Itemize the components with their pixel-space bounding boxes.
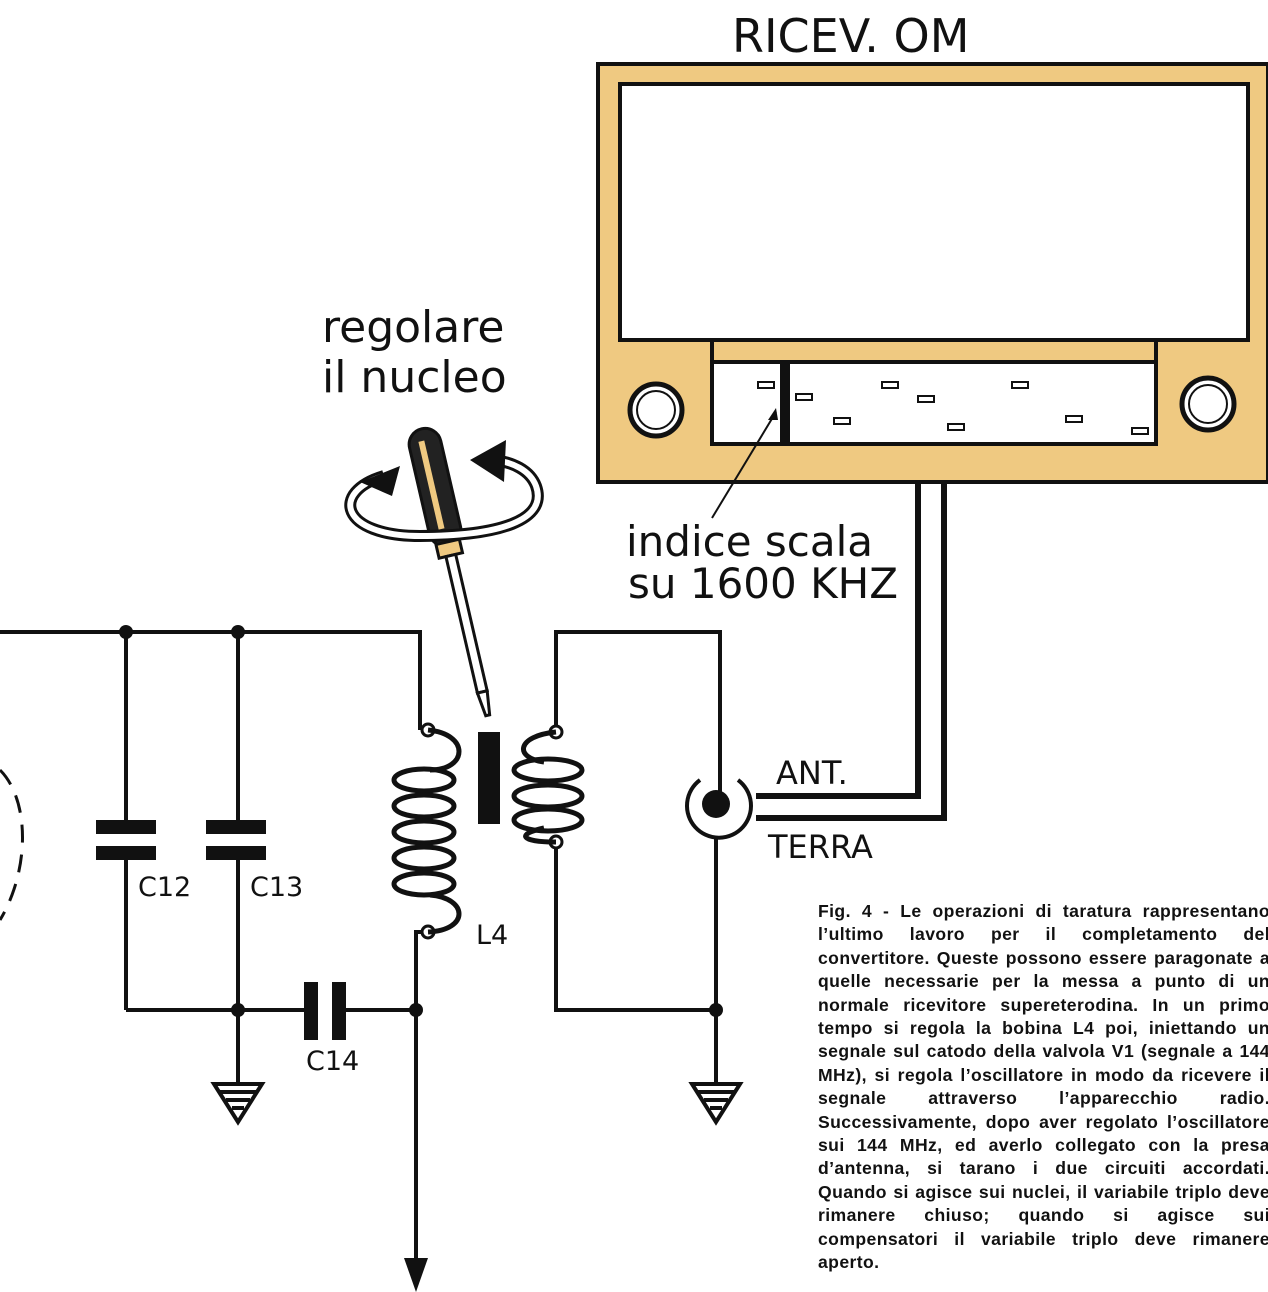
antenna-cable xyxy=(756,484,947,821)
dashed-arc xyxy=(0,768,24,921)
dial-pointer-label-line2: su 1600 KHZ xyxy=(628,559,898,608)
rotate-arrow-icon xyxy=(344,440,544,543)
dial-pointer-label-line1: indice scala xyxy=(626,517,873,566)
pointer-arrowhead xyxy=(768,408,778,420)
ant-label: ANT. xyxy=(776,754,848,792)
c14-label: C14 xyxy=(306,1046,359,1077)
adjust-core-label-line2: il nucleo xyxy=(322,352,507,403)
screwdriver-icon xyxy=(407,426,492,718)
antenna-socket xyxy=(685,778,753,840)
adjust-core-label-line1: regolare xyxy=(322,302,504,353)
coil-l4-primary xyxy=(391,727,462,935)
l4-label: L4 xyxy=(476,920,508,951)
receiver-screen xyxy=(618,82,1250,342)
dial-scale-marks xyxy=(757,381,1149,435)
circuit-wiring xyxy=(0,630,722,1280)
coil-core xyxy=(478,732,500,824)
capacitor-c12 xyxy=(96,820,156,860)
terra-label: TERRA xyxy=(767,828,873,866)
receiver-title: RICEV. OM xyxy=(732,9,969,63)
dial-pointer xyxy=(780,364,790,444)
tuning-knob-left xyxy=(627,381,685,439)
figure-caption: Fig. 4 - Le operazioni di taratura rappr… xyxy=(818,901,1268,1273)
c12-label: C12 xyxy=(138,872,191,903)
junction-dots xyxy=(119,625,723,1017)
ground-symbol-right xyxy=(688,1082,744,1126)
capacitor-c14 xyxy=(304,982,346,1040)
coil-l4-secondary xyxy=(511,729,585,845)
c13-label: C13 xyxy=(250,872,303,903)
tuning-knob-right xyxy=(1179,375,1237,433)
receiver-cabinet xyxy=(596,62,1268,484)
pointer-leader-line xyxy=(711,411,777,519)
capacitor-c13 xyxy=(206,820,266,860)
output-arrow xyxy=(404,1258,428,1292)
ground-symbol-left xyxy=(210,1082,266,1126)
